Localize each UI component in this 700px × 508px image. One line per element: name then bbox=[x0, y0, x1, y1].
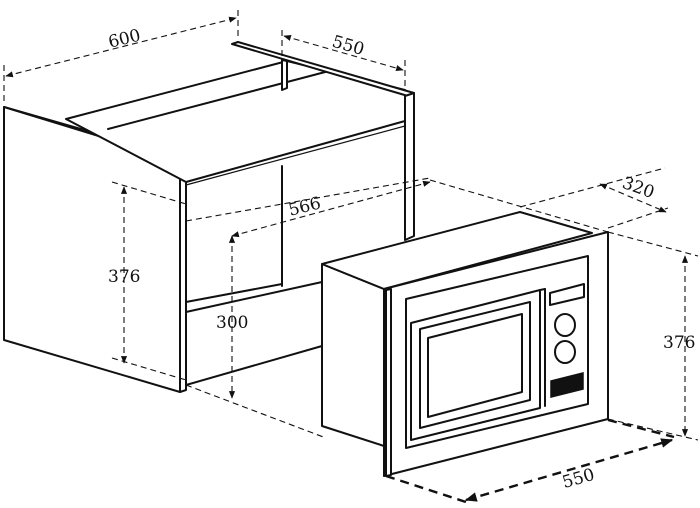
dim-550-bottom-line bbox=[464, 438, 674, 502]
dim-566-label: 566 bbox=[287, 193, 323, 220]
dimensions: 600 550 376 566 300 320 376 bbox=[3, 6, 699, 504]
microwave-frame-edge bbox=[385, 288, 392, 477]
dim-600-label: 600 bbox=[106, 26, 142, 53]
door-open-button bbox=[550, 372, 584, 398]
dim-550-bottom-ext-right bbox=[607, 418, 675, 439]
dim-550-bottom-ext-left bbox=[385, 474, 467, 504]
dim-550-bottom-label: 550 bbox=[560, 465, 597, 493]
display-window bbox=[549, 283, 585, 306]
interior-floor-front bbox=[185, 345, 323, 386]
dim-376-left-ext-top bbox=[111, 181, 187, 205]
dim-320-label: 320 bbox=[620, 173, 657, 203]
dim-376-right-ext-bottom bbox=[607, 418, 699, 441]
dim-376-right-label: 376 bbox=[663, 333, 695, 353]
cabinet-back-lip bbox=[281, 59, 288, 91]
dim-550-top-line bbox=[283, 34, 404, 72]
microwave-body-side bbox=[321, 263, 385, 447]
dim-376-left-label: 376 bbox=[108, 267, 140, 287]
interior-floor-edge bbox=[185, 281, 323, 313]
knob-bottom bbox=[554, 340, 576, 364]
shelf-rear-line bbox=[107, 70, 330, 130]
shelf-front-lip bbox=[185, 125, 406, 186]
dim-566-line bbox=[231, 180, 431, 238]
dim-300-ext-bottom bbox=[185, 384, 327, 439]
dim-300-label: 300 bbox=[216, 313, 248, 333]
cabinet-right-side bbox=[404, 92, 415, 241]
dim-guide-top-right bbox=[429, 179, 609, 233]
microwave-window bbox=[427, 313, 523, 418]
dim-376-right-ext-top bbox=[607, 231, 699, 257]
dim-550-top-label: 550 bbox=[330, 32, 367, 60]
dim-320-line bbox=[599, 183, 667, 213]
knob-top bbox=[554, 313, 576, 337]
microwave bbox=[321, 211, 609, 477]
microwave-body-top bbox=[321, 211, 593, 290]
dim-320-ext bbox=[519, 167, 666, 208]
dim-320-ext-b bbox=[607, 207, 669, 229]
